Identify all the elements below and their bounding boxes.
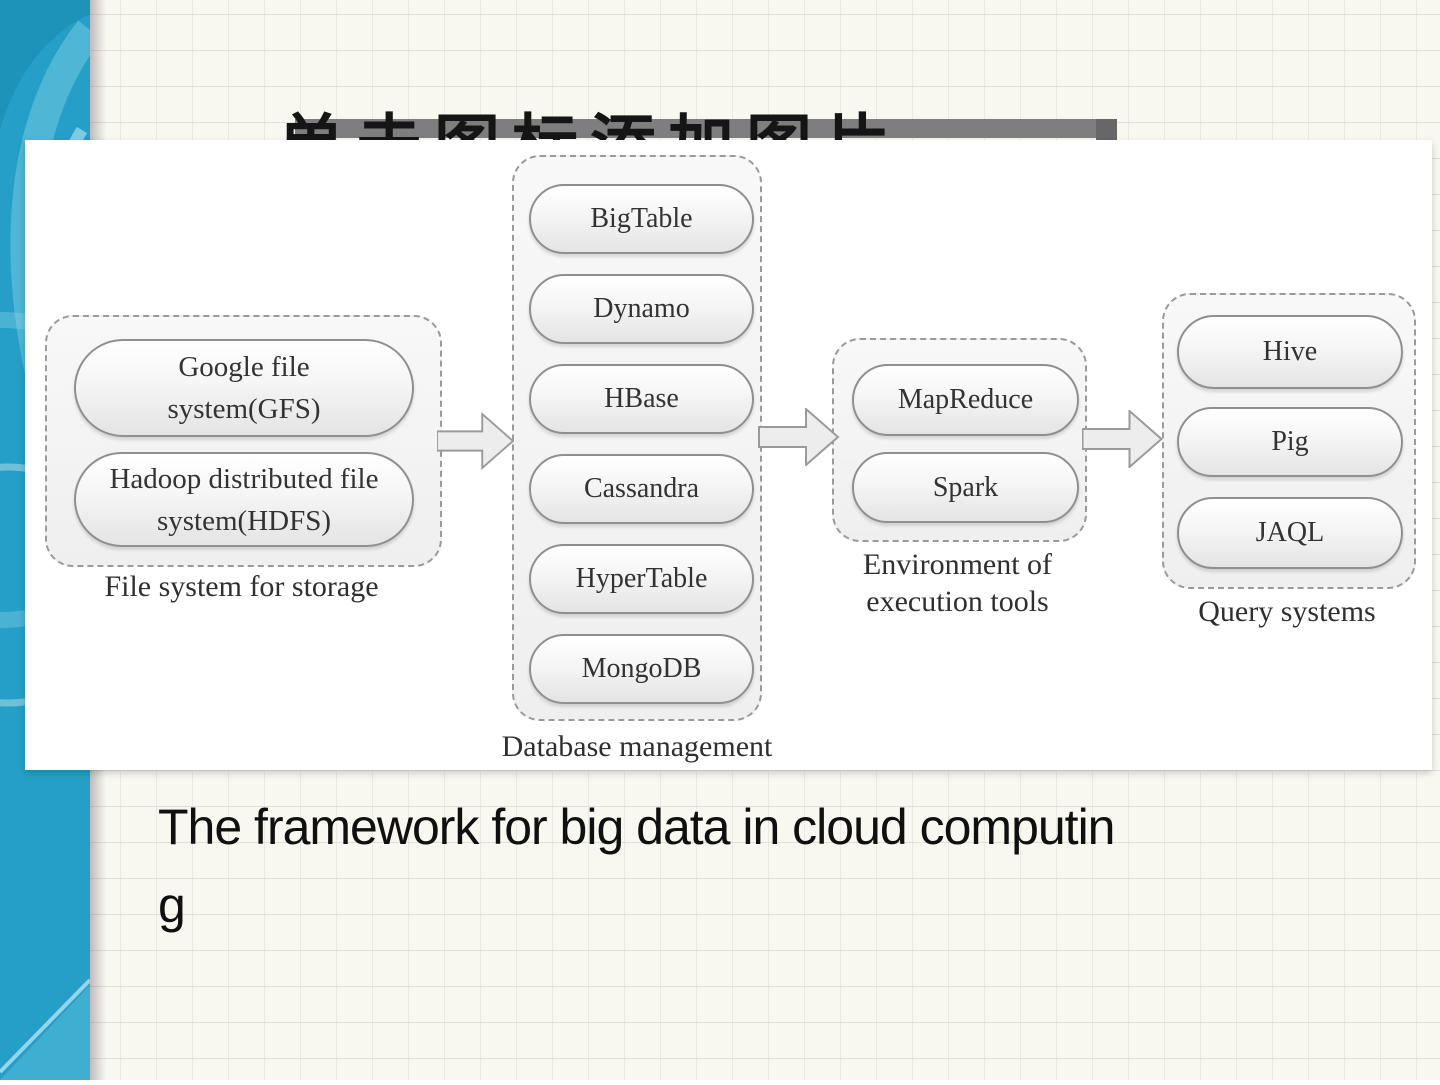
- node-label: MapReduce: [897, 384, 1034, 415]
- group-label-execution: Environment of execution tools: [832, 546, 1083, 620]
- caption: The framework for big data in cloud comp…: [158, 788, 1115, 944]
- node-label: Hadoop distributed file: [109, 462, 379, 495]
- node-label: Pig: [1271, 426, 1309, 457]
- node-label: Cassandra: [583, 473, 700, 504]
- group-label-database: Database management: [501, 730, 773, 763]
- caption-line-1: The framework for big data in cloud comp…: [158, 799, 1115, 855]
- node-hdfs: Hadoop distributed file system(HDFS): [74, 452, 414, 547]
- node-hive: Hive: [1177, 315, 1403, 389]
- group-query-systems: Hive Pig JAQL: [1162, 293, 1416, 589]
- node-hypertable: HyperTable: [529, 544, 754, 614]
- node-label: HyperTable: [575, 563, 708, 594]
- node-label: system(GFS): [167, 393, 321, 425]
- node-label: BigTable: [590, 203, 693, 234]
- node-spark: Spark: [852, 452, 1079, 523]
- group-execution-tools: MapReduce Spark: [832, 338, 1087, 542]
- node-label: MongoDB: [581, 653, 702, 684]
- title-placeholder-bar: [295, 119, 1115, 138]
- flow-arrow-icon: [437, 412, 514, 470]
- node-pig: Pig: [1177, 407, 1403, 477]
- group-label-line: execution tools: [866, 585, 1049, 618]
- node-hbase: HBase: [529, 364, 754, 434]
- node-mapreduce: MapReduce: [852, 364, 1079, 436]
- group-label-line: Environment of: [862, 548, 1053, 581]
- group-label-storage: File system for storage: [104, 570, 379, 603]
- caption-line-2: g: [158, 877, 186, 933]
- group-label-query: Query systems: [1198, 595, 1376, 628]
- node-label: Hive: [1262, 336, 1318, 367]
- node-label: Dynamo: [593, 293, 690, 324]
- node-label: Spark: [932, 471, 999, 503]
- group-database-management: BigTable Dynamo HBase Cassandra HyperTab…: [512, 155, 762, 721]
- node-label: Google file: [178, 351, 310, 383]
- flow-arrow-icon: [758, 408, 840, 466]
- group-file-system-storage: Google file system(GFS) Hadoop distribut…: [45, 315, 442, 567]
- node-mongodb: MongoDB: [529, 634, 754, 704]
- node-cassandra: Cassandra: [529, 454, 754, 524]
- node-label: system(HDFS): [156, 504, 331, 537]
- node-label: JAQL: [1255, 517, 1325, 548]
- node-dynamo: Dynamo: [529, 274, 754, 344]
- node-bigtable: BigTable: [529, 184, 754, 254]
- node-gfs: Google file system(GFS): [74, 339, 414, 437]
- node-label: HBase: [604, 383, 679, 414]
- node-jaql: JAQL: [1177, 497, 1403, 569]
- framework-diagram-image: Google file system(GFS) Hadoop distribut…: [25, 140, 1432, 770]
- flow-arrow-icon: [1082, 410, 1163, 468]
